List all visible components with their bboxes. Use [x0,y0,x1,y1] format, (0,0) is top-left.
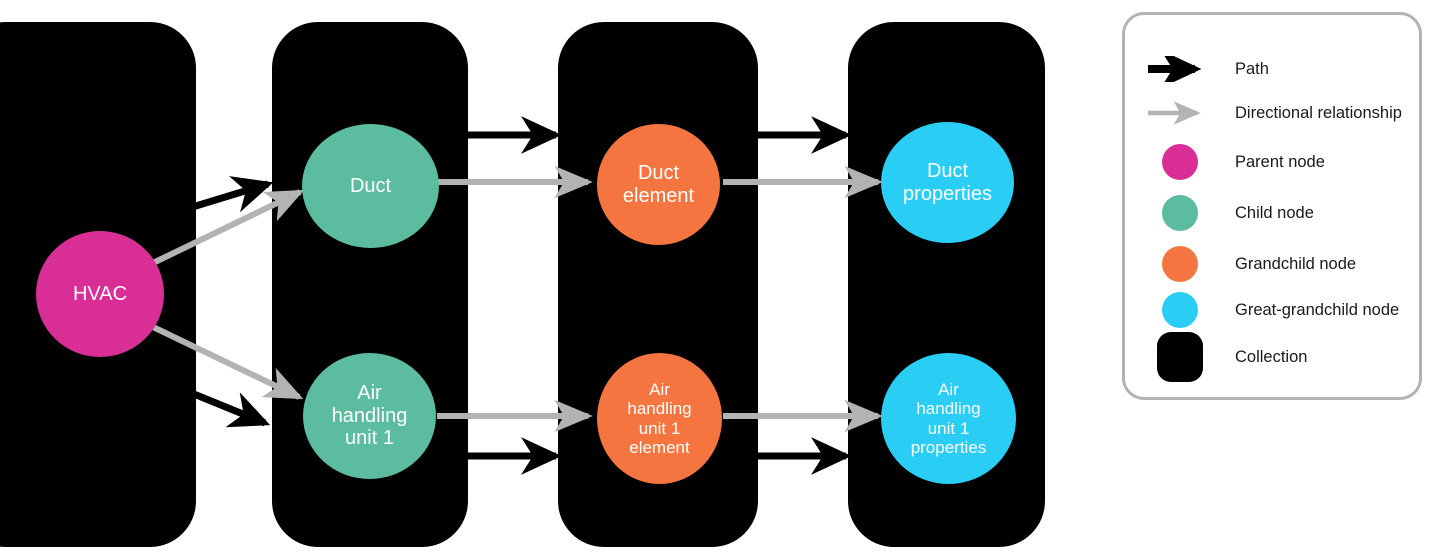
legend-item-grandchild-node: Grandchild node [1125,242,1419,286]
legend-label-child-node: Child node [1235,203,1314,222]
legend-panel: Path Directional relationship Parent [1122,12,1422,400]
node-duct-element[interactable]: Duct element [597,124,720,245]
node-air-handling-unit-1-element-label: Air handling unit 1 element [627,379,692,457]
node-duct-properties-label: Duct properties [903,159,992,205]
node-duct-label: Duct [349,174,392,197]
legend-label-grandchild-node: Grandchild node [1235,254,1357,273]
node-air-handling-unit-1-label: Air handling unit 1 [331,381,408,450]
legend-label-collection: Collection [1235,347,1308,366]
legend-item-collection: Collection [1125,332,1419,382]
node-hvac-label: HVAC [72,282,128,305]
node-duct-element-label: Duct element [622,161,695,207]
node-air-handling-unit-1-element[interactable]: Air handling unit 1 element [597,353,722,484]
edge-hvac-to-ahu1-path [138,368,271,428]
green-circle-icon [1125,195,1235,231]
legend-label-directional-relationship: Directional relationship [1235,103,1402,122]
gray-arrow-icon [1125,100,1235,126]
node-air-handling-unit-1-properties-label: Air handling unit 1 properties [910,379,987,457]
orange-circle-icon [1125,246,1235,282]
legend-item-great-grandchild-node: Great-grandchild node [1125,288,1419,332]
edge-hvac-to-ahu1-directional [151,324,304,400]
node-duct-properties[interactable]: Duct properties [881,122,1014,243]
node-air-handling-unit-1[interactable]: Air handling unit 1 [303,353,436,479]
edge-hvac-to-duct-path [138,176,274,227]
black-rounded-rect-icon [1125,332,1235,382]
cyan-circle-icon [1125,292,1235,328]
node-duct[interactable]: Duct [302,124,439,248]
legend-item-child-node: Child node [1125,191,1419,235]
node-air-handling-unit-1-properties[interactable]: Air handling unit 1 properties [881,353,1016,484]
edge-hvac-to-duct-directional [151,189,305,266]
node-hvac[interactable]: HVAC [36,231,164,357]
magenta-circle-icon [1125,144,1235,180]
legend-label-great-grandchild-node: Great-grandchild node [1235,300,1400,319]
legend-item-directional-relationship: Directional relationship [1125,91,1419,135]
black-arrow-icon [1125,56,1235,82]
legend-label-path: Path [1235,59,1269,78]
legend-item-path: Path [1125,47,1419,91]
legend-item-parent-node: Parent node [1125,140,1419,184]
legend-label-parent-node: Parent node [1235,152,1325,171]
